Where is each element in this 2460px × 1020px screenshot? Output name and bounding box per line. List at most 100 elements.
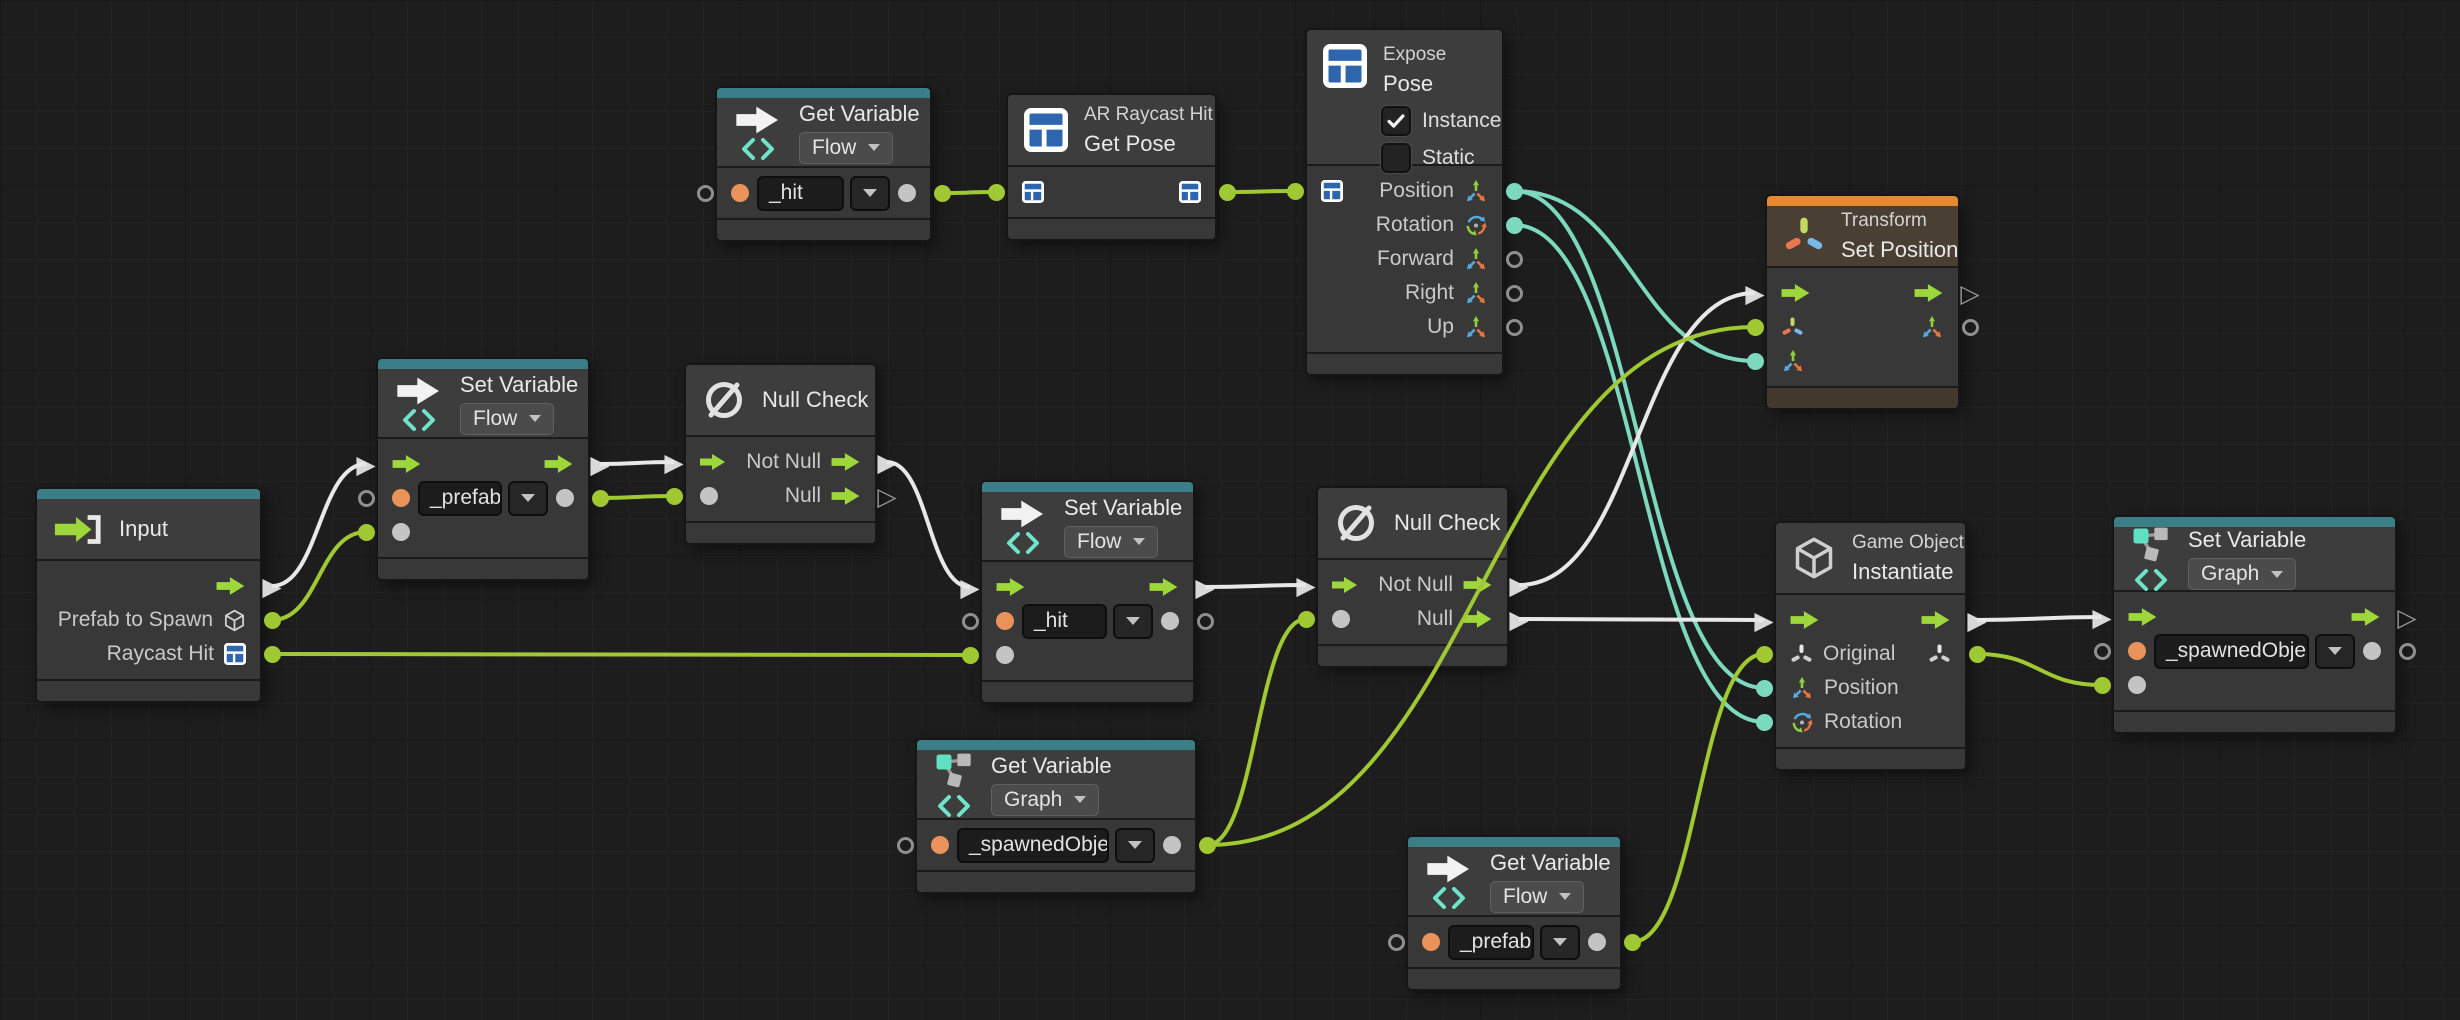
variable-picker-button[interactable] [1117, 829, 1153, 861]
forward-out-port[interactable] [1502, 247, 1526, 271]
vector3-icon [1464, 179, 1488, 203]
value-in-port-icon[interactable] [1332, 610, 1350, 628]
name-in-port[interactable] [2090, 639, 2114, 663]
wire-instantiate-flow-to-set-spawned[interactable] [1976, 615, 2103, 622]
chevron-down-icon [2271, 570, 2284, 578]
wire-expose-position-to-instantiate-pos[interactable] [1513, 189, 1765, 690]
variable-picker-button[interactable] [510, 482, 546, 514]
node-color-bar [917, 740, 1195, 750]
graph-icon [933, 752, 975, 792]
not-null-out-port[interactable]: ▶ [1509, 570, 1529, 600]
wire-getpose-to-expose[interactable] [1226, 189, 1296, 194]
node-set-variable-spawnedobject[interactable]: Set Variable Graph ▶ ▷ _spawnedObject [2092, 517, 2417, 732]
node-get-variable-spawnedobject[interactable]: Get Variable Graph _spawnedObject [896, 740, 1216, 892]
node-expose-pose[interactable]: Expose Pose Instance Static Position [1286, 30, 1523, 374]
node-get-variable-hit[interactable]: Get Variable Flow _hit [696, 88, 951, 240]
name-in-port[interactable] [693, 181, 717, 205]
value-in-port-icon[interactable] [700, 487, 718, 505]
wire-get-spawned-to-nullcheck2-input[interactable] [1206, 617, 1307, 847]
node-title: Instantiate [1852, 558, 1954, 584]
wire-set-prefab-flow-to-nullcheck1[interactable] [599, 460, 675, 466]
node-title: Set Variable [1064, 494, 1183, 520]
flow-out-port[interactable]: ▶ [262, 571, 282, 601]
value-out-port-icon[interactable] [1161, 612, 1179, 630]
right-out-port[interactable] [1502, 281, 1526, 305]
wire-nullcheck2-notnull-to-setposition[interactable] [1518, 291, 1756, 587]
wire-expose-position-to-setposition-value[interactable] [1513, 189, 1756, 363]
wire-expose-rotation-to-instantiate-rot[interactable] [1513, 223, 1765, 724]
flow-arrow-icon [733, 105, 783, 135]
wire-get-spawned-to-setposition-target[interactable] [1206, 325, 1756, 847]
value-out-port-icon[interactable] [2363, 642, 2381, 660]
variable-scope-dropdown[interactable]: Flow [1064, 525, 1159, 558]
variable-picker-button[interactable] [2317, 635, 2353, 667]
wire-get-hit-value-to-getpose[interactable] [941, 190, 997, 195]
variable-name-field[interactable]: _spawnedObject [959, 829, 1107, 861]
node-null-check-2[interactable]: Null Check ▶ Not Null ▶ Null ▶ [1296, 488, 1529, 666]
name-in-port[interactable] [1384, 930, 1408, 954]
string-port-icon[interactable] [1422, 933, 1440, 951]
wire-get-prefab-to-instantiate-original[interactable] [1631, 652, 1765, 944]
wire-nullcheck1-notnull-to-set-hit-flow[interactable] [886, 460, 971, 589]
wire-nullcheck2-null-to-instantiate[interactable] [1518, 617, 1765, 622]
node-null-check-1[interactable]: Null Check ▶ Not Null ▶ Null ▷ [664, 365, 897, 543]
variable-scope-dropdown[interactable]: Flow [799, 131, 894, 164]
value-in-port-icon[interactable] [392, 523, 410, 541]
value-out-port-icon[interactable] [556, 489, 574, 507]
flow-out-port[interactable]: ▷ [2397, 602, 2417, 632]
node-set-variable-prefab[interactable]: Set Variable Flow ▶ ▶ _prefab [356, 359, 610, 579]
node-instantiate[interactable]: Game Object Instantiate ▶ ▶ Original [1754, 523, 1987, 769]
node-set-variable-hit[interactable]: Set Variable Flow ▶ ▶ _hit [960, 482, 1215, 702]
node-transform-set-position[interactable]: Transform Set Position ▶ ▷ [1745, 196, 1980, 408]
value-out-port[interactable] [2395, 639, 2419, 663]
variable-scope-dropdown[interactable]: Flow [1490, 880, 1585, 913]
node-input-event[interactable]: Input ▶ Prefab to Spawn Raycast Hit [37, 489, 282, 701]
instance-checkbox[interactable] [1383, 108, 1409, 134]
variable-scope-dropdown[interactable]: Flow [460, 402, 555, 435]
variable-name-field[interactable]: _prefab [1450, 926, 1532, 958]
variable-name-field[interactable]: _hit [759, 177, 842, 209]
flow-out-port[interactable]: ▶ [1967, 605, 1987, 635]
variable-picker-button[interactable] [1542, 926, 1578, 958]
node-get-pose[interactable]: AR Raycast Hit Get Pose [987, 95, 1236, 239]
string-port-icon[interactable] [996, 612, 1014, 630]
variable-scope-dropdown[interactable]: Graph [991, 783, 1100, 816]
wire-instantiate-value-to-set-spawned[interactable] [1976, 652, 2103, 687]
variable-picker-button[interactable] [852, 177, 888, 209]
variable-name-field[interactable]: _hit [1024, 605, 1105, 637]
string-port-icon[interactable] [931, 836, 949, 854]
name-in-port[interactable] [958, 609, 982, 633]
string-port-icon[interactable] [731, 184, 749, 202]
wire-input-raycasthit-to-set-hit-value[interactable] [271, 652, 971, 657]
value-in-port-icon[interactable] [996, 646, 1014, 664]
value-out-port-icon[interactable] [1588, 933, 1606, 951]
wire-set-hit-flow-to-nullcheck2[interactable] [1204, 583, 1307, 589]
flow-out-port[interactable]: ▷ [1960, 278, 1980, 308]
null-out-port[interactable]: ▷ [877, 481, 897, 511]
up-out-port[interactable] [1502, 315, 1526, 339]
string-port-icon[interactable] [392, 489, 410, 507]
value-out-port[interactable] [1958, 315, 1982, 339]
variable-picker-button[interactable] [1115, 605, 1151, 637]
flow-out-port[interactable]: ▶ [590, 449, 610, 479]
null-out-port[interactable]: ▶ [1509, 604, 1529, 634]
wire-input-flow-to-set-prefab[interactable] [271, 462, 367, 588]
value-out-port[interactable] [1193, 609, 1217, 633]
variable-scope-dropdown[interactable]: Graph [2188, 558, 2297, 590]
node-footer [1767, 388, 1958, 408]
wire-input-prefab-to-set-prefab-value[interactable] [271, 530, 367, 622]
value-in-port-icon[interactable] [2128, 676, 2146, 694]
value-out-port-icon[interactable] [1163, 836, 1181, 854]
not-null-out-port[interactable]: ▶ [877, 447, 897, 477]
node-get-variable-prefab[interactable]: Get Variable Flow _prefab [1387, 837, 1641, 989]
string-port-icon[interactable] [2128, 642, 2146, 660]
flow-out-port[interactable]: ▶ [1195, 572, 1215, 602]
variable-name-field[interactable]: _prefab [420, 482, 500, 514]
wire-set-prefab-value-to-nullcheck1[interactable] [599, 494, 675, 500]
static-checkbox[interactable] [1383, 145, 1409, 171]
name-in-port[interactable] [354, 486, 378, 510]
variable-name-field[interactable]: _spawnedObject [2156, 635, 2307, 667]
name-in-port[interactable] [893, 833, 917, 857]
value-out-port-icon[interactable] [898, 184, 916, 202]
